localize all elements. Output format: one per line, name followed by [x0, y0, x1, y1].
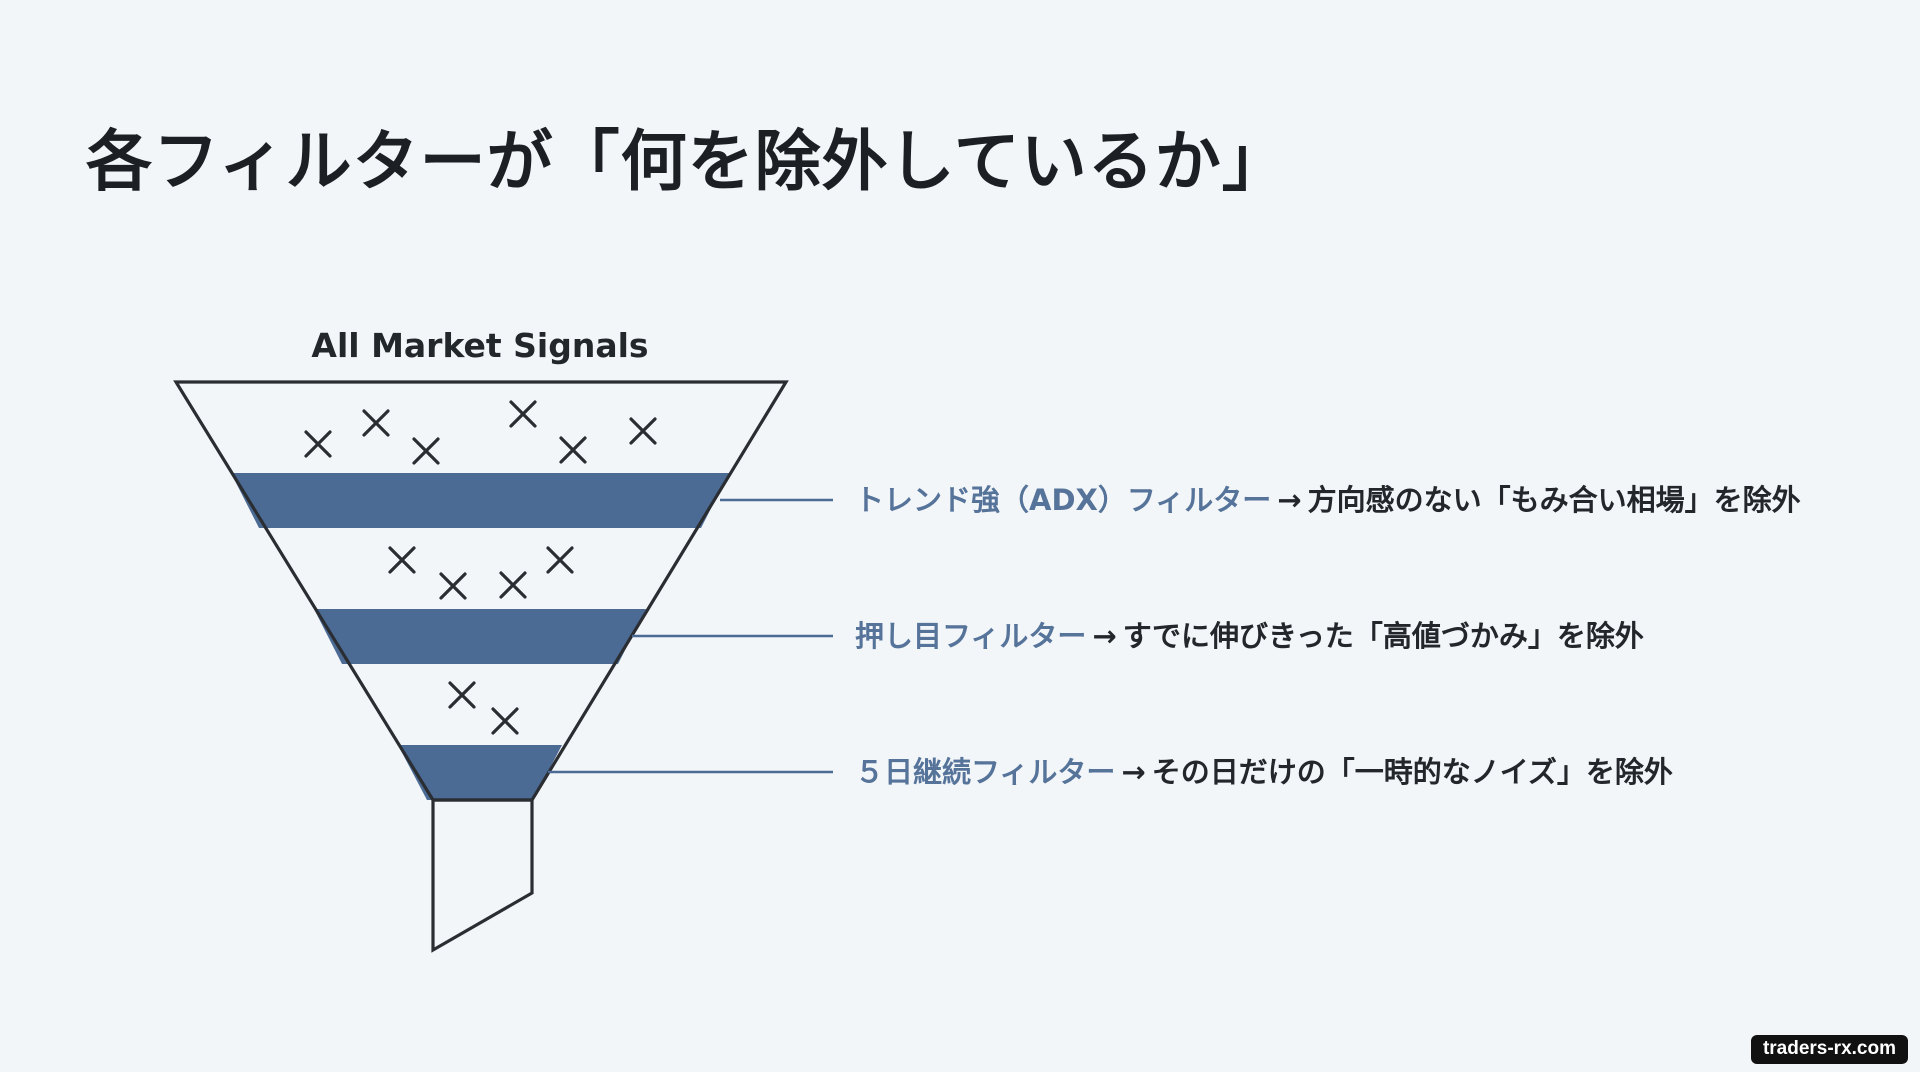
arrow-icon: →	[1121, 755, 1146, 789]
filter-name: トレンド強（ADX）フィルター	[855, 483, 1272, 517]
signal-mark	[629, 417, 657, 445]
filter-band-five-day	[398, 745, 562, 800]
funnel-spout	[431, 798, 534, 953]
signal-mark	[448, 681, 476, 709]
filter-label-five-day: ５日継続フィルター→その日だけの「一時的なノイズ」を除外	[855, 758, 1673, 787]
funnel-outline	[173, 380, 789, 802]
filter-description: すでに伸びきった「高値づかみ」を除外	[1122, 619, 1644, 653]
signal-mark	[304, 430, 332, 458]
signal-mark	[388, 546, 416, 574]
filter-name: 押し目フィルター	[855, 619, 1087, 653]
arrow-icon: →	[1277, 483, 1302, 517]
signal-mark	[546, 546, 574, 574]
filter-description: 方向感のない「もみ合い相場」を除外	[1307, 483, 1801, 517]
filter-band-pullback	[314, 609, 646, 664]
signal-mark	[499, 571, 527, 599]
filter-band-adx	[231, 473, 729, 528]
signal-mark	[509, 400, 537, 428]
filter-label-adx: トレンド強（ADX）フィルター→方向感のない「もみ合い相場」を除外	[855, 486, 1801, 515]
signal-mark	[412, 437, 440, 465]
signal-mark	[439, 572, 467, 600]
arrow-icon: →	[1092, 619, 1117, 653]
filter-description: その日だけの「一時的なノイズ」を除外	[1151, 755, 1673, 789]
signal-mark	[362, 409, 390, 437]
signal-mark	[491, 707, 519, 735]
funnel-heading: All Market Signals	[311, 326, 648, 365]
page-title: 各フィルターが「何を除外しているか」	[86, 123, 1289, 200]
filter-label-pullback: 押し目フィルター→すでに伸びきった「高値づかみ」を除外	[855, 622, 1644, 651]
filter-name: ５日継続フィルター	[855, 755, 1116, 789]
signal-mark	[559, 436, 587, 464]
watermark: traders-rx.com	[1750, 1035, 1908, 1064]
